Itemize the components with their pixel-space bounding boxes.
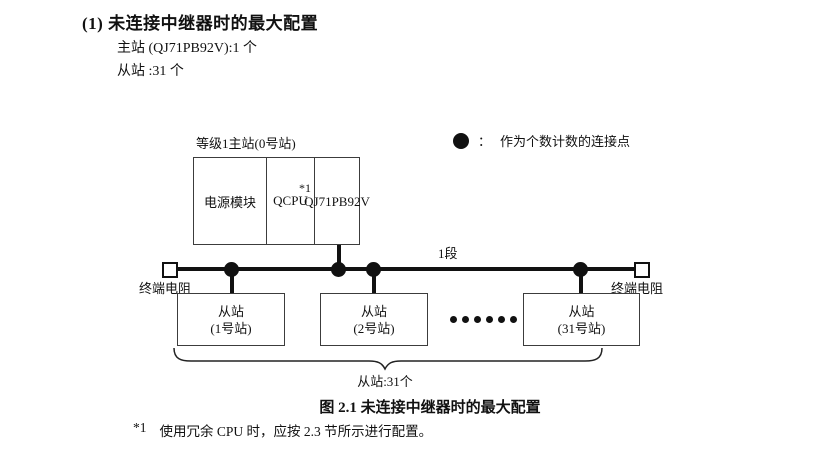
connection-point-dot	[366, 262, 381, 277]
slave-station-31-box: 从站 (31号站)	[523, 293, 640, 346]
master-station-box: 电源模块 *1 QCPU QJ71 PB92V	[193, 157, 370, 245]
section-heading: (1) 未连接中继器时的最大配置	[82, 14, 319, 33]
network-module: QJ71 PB92V	[304, 158, 370, 244]
slave-station-2-line2: (2号站)	[353, 320, 395, 336]
segment-label: 1段	[438, 246, 458, 261]
ellipsis-dot	[510, 316, 517, 323]
network-module-line2: PB92V	[331, 193, 370, 209]
ellipsis-dot	[462, 316, 469, 323]
bus-line	[172, 267, 639, 271]
slave-station-31-line1: 从站	[568, 303, 595, 319]
connection-point-dot	[331, 262, 346, 277]
slave-station-2-box: 从站 (2号站)	[320, 293, 428, 346]
cpu-module-label: QCPU	[273, 193, 308, 208]
terminating-resistor-right-label: 终端电阻	[611, 281, 664, 296]
slave-count-line: 从站 :31 个	[117, 64, 184, 79]
footnote-marker: *1	[133, 420, 147, 435]
slave1-drop-line	[230, 270, 234, 294]
slave-station-1-line2: (1号站)	[210, 320, 252, 336]
terminating-resistor-left-label: 终端电阻	[139, 281, 192, 296]
slave31-drop-line	[579, 270, 583, 294]
slave-station-2-line1: 从站	[360, 303, 387, 319]
legend-text: 作为个数计数的连接点	[500, 134, 631, 149]
master-count-line: 主站 (QJ71PB92V):1 个	[117, 41, 258, 56]
ellipsis-dot	[474, 316, 481, 323]
ellipsis-dot	[450, 316, 457, 323]
legend-separator: ：	[478, 134, 492, 149]
slave-total-label: 从站:31个	[357, 374, 413, 389]
ellipsis-dot	[486, 316, 493, 323]
terminating-resistor-left	[162, 262, 178, 278]
slave-station-1-box: 从站 (1号站)	[177, 293, 285, 346]
cpu-footnote-marker: *1	[299, 181, 311, 195]
power-supply-module: 电源模块	[203, 194, 256, 210]
cpu-module: *1 QCPU	[266, 158, 314, 244]
slave2-drop-line	[372, 270, 376, 294]
connection-point-dot-icon	[453, 132, 469, 149]
footnote: *1 使用冗余 CPU 时，应按 2.3 节所示进行配置。	[133, 420, 432, 440]
terminating-resistor-right	[634, 262, 650, 278]
slave-station-1-line1: 从站	[217, 303, 244, 319]
legend: ： 作为个数计数的连接点	[453, 131, 630, 150]
connection-point-dot	[573, 262, 588, 277]
master-drop-line	[337, 245, 341, 270]
ellipsis-dot	[498, 316, 505, 323]
footnote-text: 使用冗余 CPU 时，应按 2.3 节所示进行配置。	[159, 424, 433, 439]
master-station-label: 等级1主站(0号站)	[196, 136, 296, 151]
network-module-line1: QJ71	[304, 193, 332, 209]
slave-station-31-line2: (31号站)	[557, 320, 606, 336]
ellipsis-dots	[450, 316, 517, 323]
slave-group-brace	[173, 347, 603, 371]
figure-caption: 图 2.1 未连接中继器时的最大配置	[319, 400, 541, 416]
connection-point-dot	[224, 262, 239, 277]
